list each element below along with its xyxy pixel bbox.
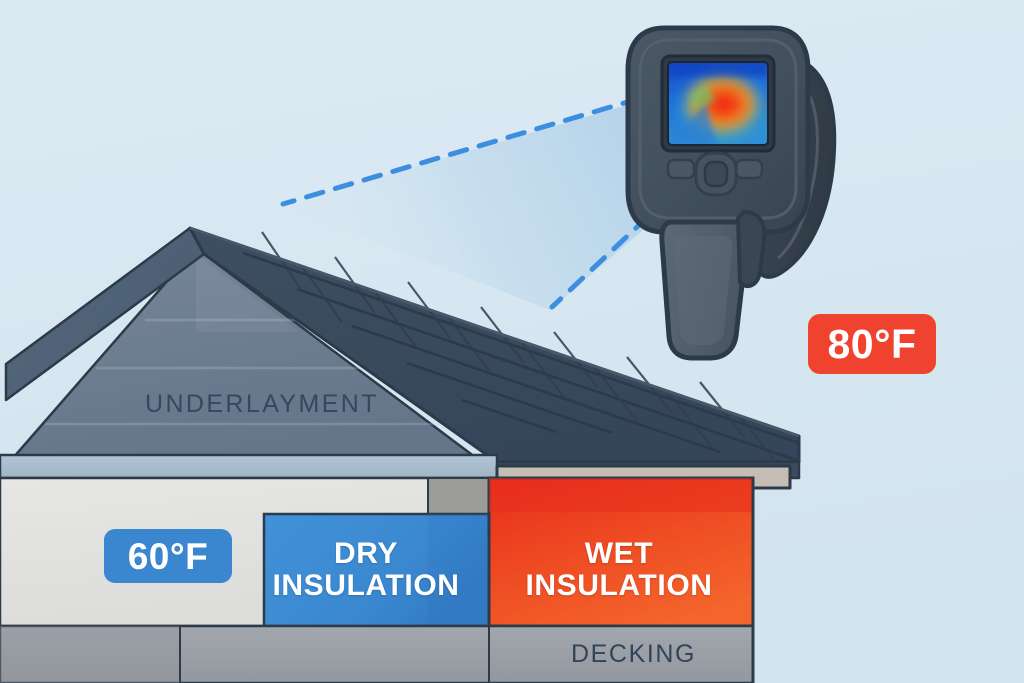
temperature-badge-cold: 60°F [104, 529, 232, 583]
dry-insulation-label-line2: INSULATION [272, 569, 460, 603]
roof-assembly [0, 226, 801, 490]
cutaway-stack [0, 476, 755, 683]
underlayment-highlight [196, 254, 300, 332]
beam-cone [282, 92, 672, 310]
temperature-badge-hot: 80°F [808, 314, 936, 374]
infrared-beam [280, 87, 673, 310]
beam-edge-lower [549, 193, 673, 310]
roof-ridge [189, 226, 800, 438]
dry-insulation-label-line1: DRY [333, 537, 399, 570]
underlayment-label: UNDERLAYMENT [145, 390, 379, 418]
wet-insulation-hot-band [489, 478, 753, 512]
camera-button-right [734, 158, 764, 180]
wet-insulation-label-line2: INSULATION [525, 569, 713, 603]
soffit-band [0, 453, 499, 480]
badge-hot-value: 80°F [827, 320, 917, 367]
camera-dpad-inner [703, 160, 729, 188]
camera-side-inner-line [777, 80, 819, 260]
camera-body-inner-bevel [638, 38, 798, 220]
thermal-edge-glow [690, 84, 716, 110]
camera-button-left [666, 158, 696, 180]
camera-screen-glare [667, 61, 769, 146]
decking-band [0, 624, 755, 683]
dry-insulation-shade [428, 514, 497, 626]
camera-thermal-screen [668, 62, 768, 145]
wet-insulation-label-line1: WET [584, 537, 654, 570]
beam-edge-upper [280, 87, 671, 207]
badge-cold-value: 60°F [127, 535, 209, 577]
camera-grip-highlight [673, 236, 733, 345]
thermal-camera [625, 25, 837, 361]
decking-left-shade [0, 626, 180, 683]
camera-trigger [736, 210, 767, 289]
dry-insulation-block [262, 512, 499, 628]
dry-insulation-label: DRY INSULATION [266, 537, 466, 603]
wet-insulation-label: WET INSULATION [494, 537, 744, 603]
thermal-cold-wedge [668, 102, 716, 145]
decking-label: DECKING [571, 640, 697, 668]
